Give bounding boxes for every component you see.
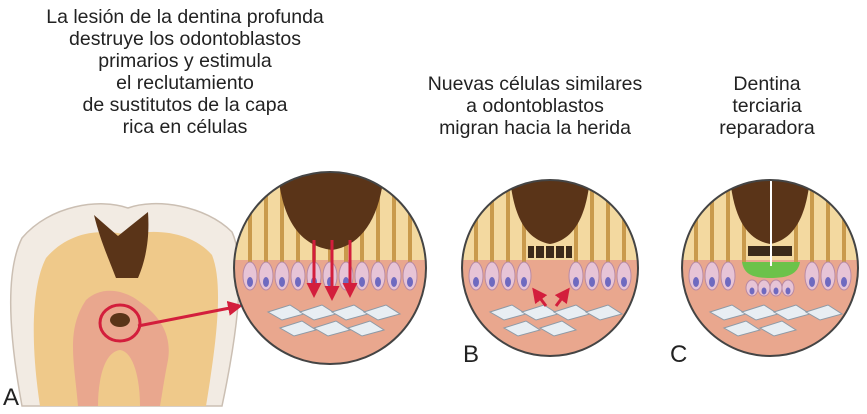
panel-label-c: C — [670, 343, 687, 367]
panel-label-b: B — [463, 343, 479, 367]
detail-circle-a — [230, 170, 430, 370]
detail-circle-b — [460, 178, 640, 358]
caption-b: Nuevas células similares a odontoblastos… — [415, 73, 655, 139]
caries-deep-spot — [110, 313, 130, 327]
caption-a: La lesión de la dentina profunda destruy… — [20, 6, 350, 138]
detail-circle-c — [680, 160, 860, 358]
tooth-cross-section — [11, 204, 240, 406]
caption-c: Dentina terciaria reparadora — [692, 73, 842, 139]
panel-label-a: A — [3, 386, 19, 410]
